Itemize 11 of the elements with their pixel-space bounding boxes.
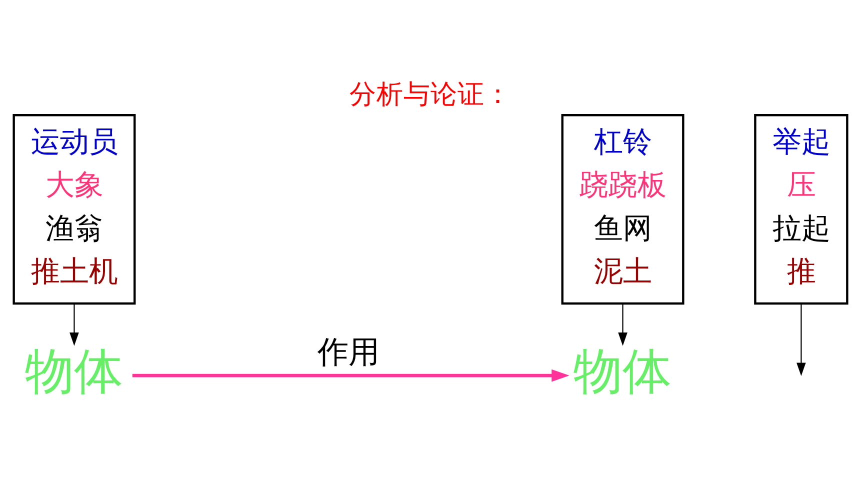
arrow [132, 369, 569, 382]
node-box: 运动员 大象 渔翁 推土机 [12, 114, 136, 305]
arrow [618, 304, 627, 346]
edge-label: 作用 [316, 334, 379, 371]
arrow [69, 304, 78, 346]
node-text: 物体 [24, 344, 122, 400]
node-box: 举起 压 拉起 推 [754, 114, 848, 305]
node-box: 杠铃 跷跷板 鱼网 泥土 [560, 114, 684, 305]
arrow [796, 304, 806, 376]
node-text: 物体 [572, 344, 671, 400]
diagram-title: 分析与论证： [349, 79, 511, 110]
